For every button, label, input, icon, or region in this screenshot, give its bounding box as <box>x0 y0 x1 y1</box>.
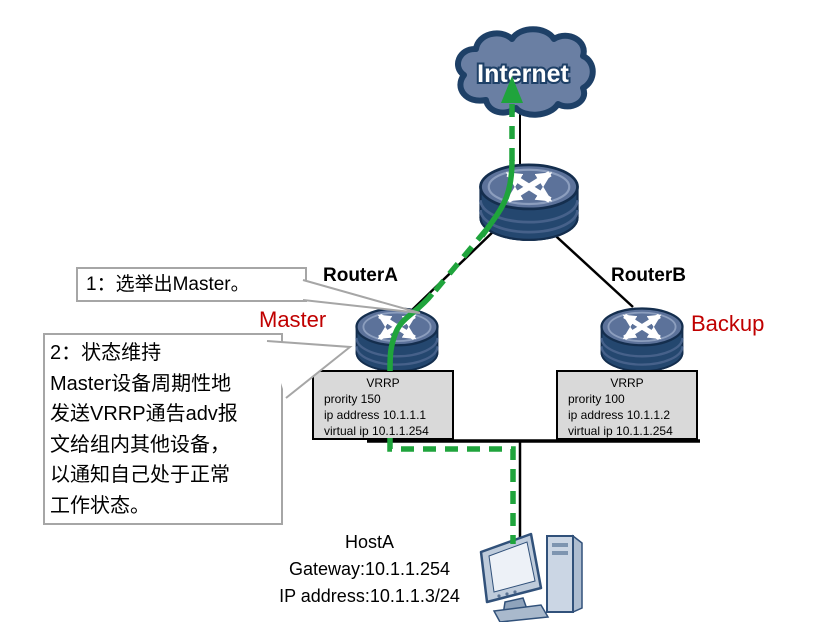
router-a-icon <box>351 298 443 376</box>
callout-step2: 2：状态维持 Master设备周期性地 发送VRRP通告adv报 文给组内其他设… <box>43 333 283 525</box>
vrrp-title-a: VRRP <box>366 376 400 390</box>
host-info: HostA Gateway:10.1.1.254 IP address:10.1… <box>252 529 487 610</box>
vrrp-ip-a: ip address 10.1.1.1 <box>324 408 427 422</box>
host-ip: IP address:10.1.1.3/24 <box>279 586 460 606</box>
core-router-icon <box>473 156 585 242</box>
callout-step2-line1: 2：状态维持 <box>50 342 162 364</box>
router-b-label: RouterB <box>611 265 686 286</box>
vrrp-priority-a: prority 150 <box>324 392 381 406</box>
internet-cloud-icon: Internet <box>455 26 596 118</box>
callout-step1-text: 1：选举出Master。 <box>86 274 250 295</box>
router-a-label: RouterA <box>323 265 398 286</box>
host-gateway: Gateway:10.1.1.254 <box>288 559 451 579</box>
internet-label: Internet <box>477 60 569 88</box>
callout-step2-line5: 以通知自己处于正常 <box>50 464 230 486</box>
callout-step1: 1：选举出Master。 <box>76 267 307 302</box>
vrrp-priority-b: prority 100 <box>568 392 625 406</box>
callout-step2-line2: Master设备周期性地 <box>50 372 232 395</box>
router-b-icon <box>596 298 688 376</box>
vrrp-ip-b: ip address 10.1.1.2 <box>568 408 671 422</box>
vrrp-title-b: VRRP <box>610 376 644 390</box>
callout-step2-line4: 文给组内其他设备， <box>50 433 230 456</box>
host-name: HostA <box>344 532 395 552</box>
vrrp-config-router-a: VRRP prority 150 ip address 10.1.1.1 vir… <box>312 370 454 440</box>
vrrp-virtual-ip-b: virtual ip 10.1.1.254 <box>568 424 673 438</box>
host-computer-icon <box>479 532 583 622</box>
vrrp-config-router-b: VRRP prority 100 ip address 10.1.1.2 vir… <box>556 370 698 440</box>
vrrp-virtual-ip-a: virtual ip 10.1.1.254 <box>324 424 429 438</box>
master-role-label: Master <box>259 307 327 332</box>
callout-step2-line3: 发送VRRP通告adv报 <box>50 403 238 425</box>
backup-role-label: Backup <box>691 311 765 336</box>
callout-step2-line6: 工作状态。 <box>50 494 150 517</box>
